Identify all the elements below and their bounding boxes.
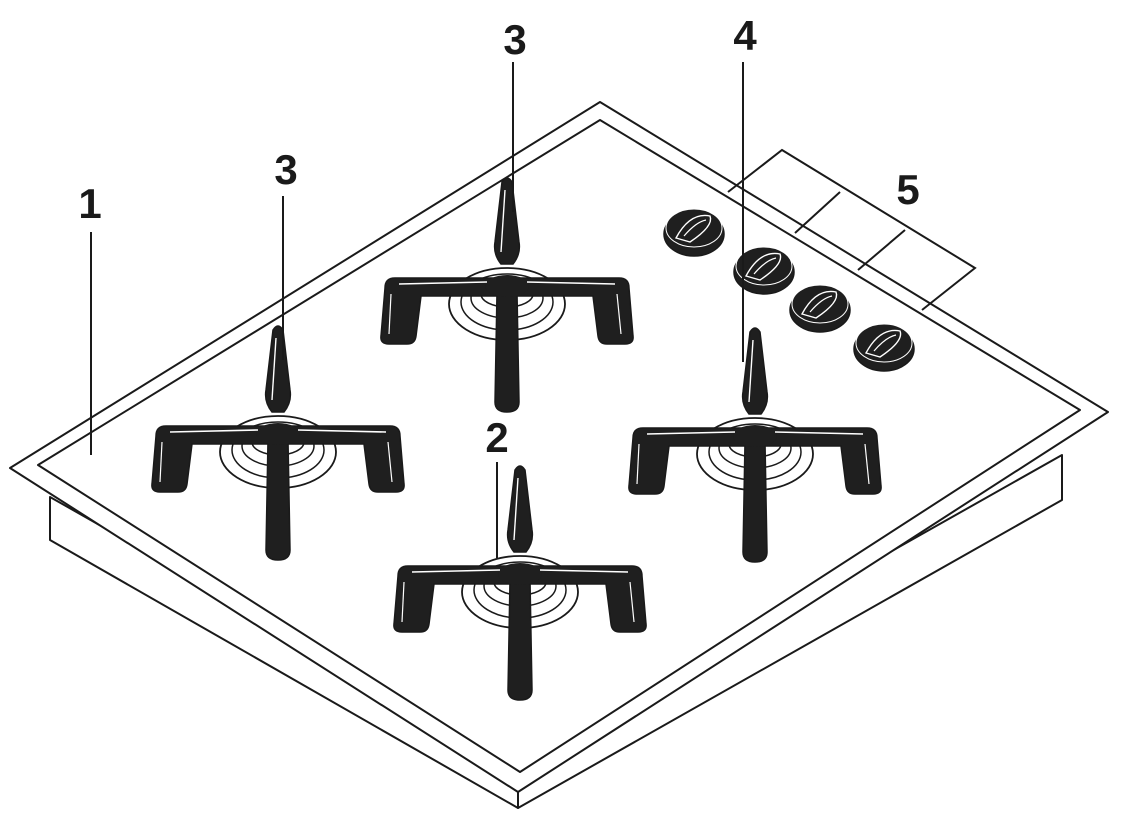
callout-labels: 1 3 3 4 2 5 [78, 12, 919, 461]
callout-label-2: 2 [485, 414, 508, 461]
hob-top-panel [37, 119, 1081, 773]
callout-label-1: 1 [78, 180, 101, 227]
callout-label-3-left: 3 [274, 146, 297, 193]
control-knob-4 [853, 323, 915, 372]
control-knob-1 [663, 208, 725, 257]
hob-body [9, 101, 1109, 809]
callout-label-5: 5 [896, 166, 919, 213]
leader-bracket-5 [727, 148, 977, 311]
callout-label-3-rear: 3 [503, 16, 526, 63]
callout-label-4: 4 [733, 12, 757, 59]
control-knob-3 [789, 284, 851, 333]
leader-lines [90, 62, 977, 558]
